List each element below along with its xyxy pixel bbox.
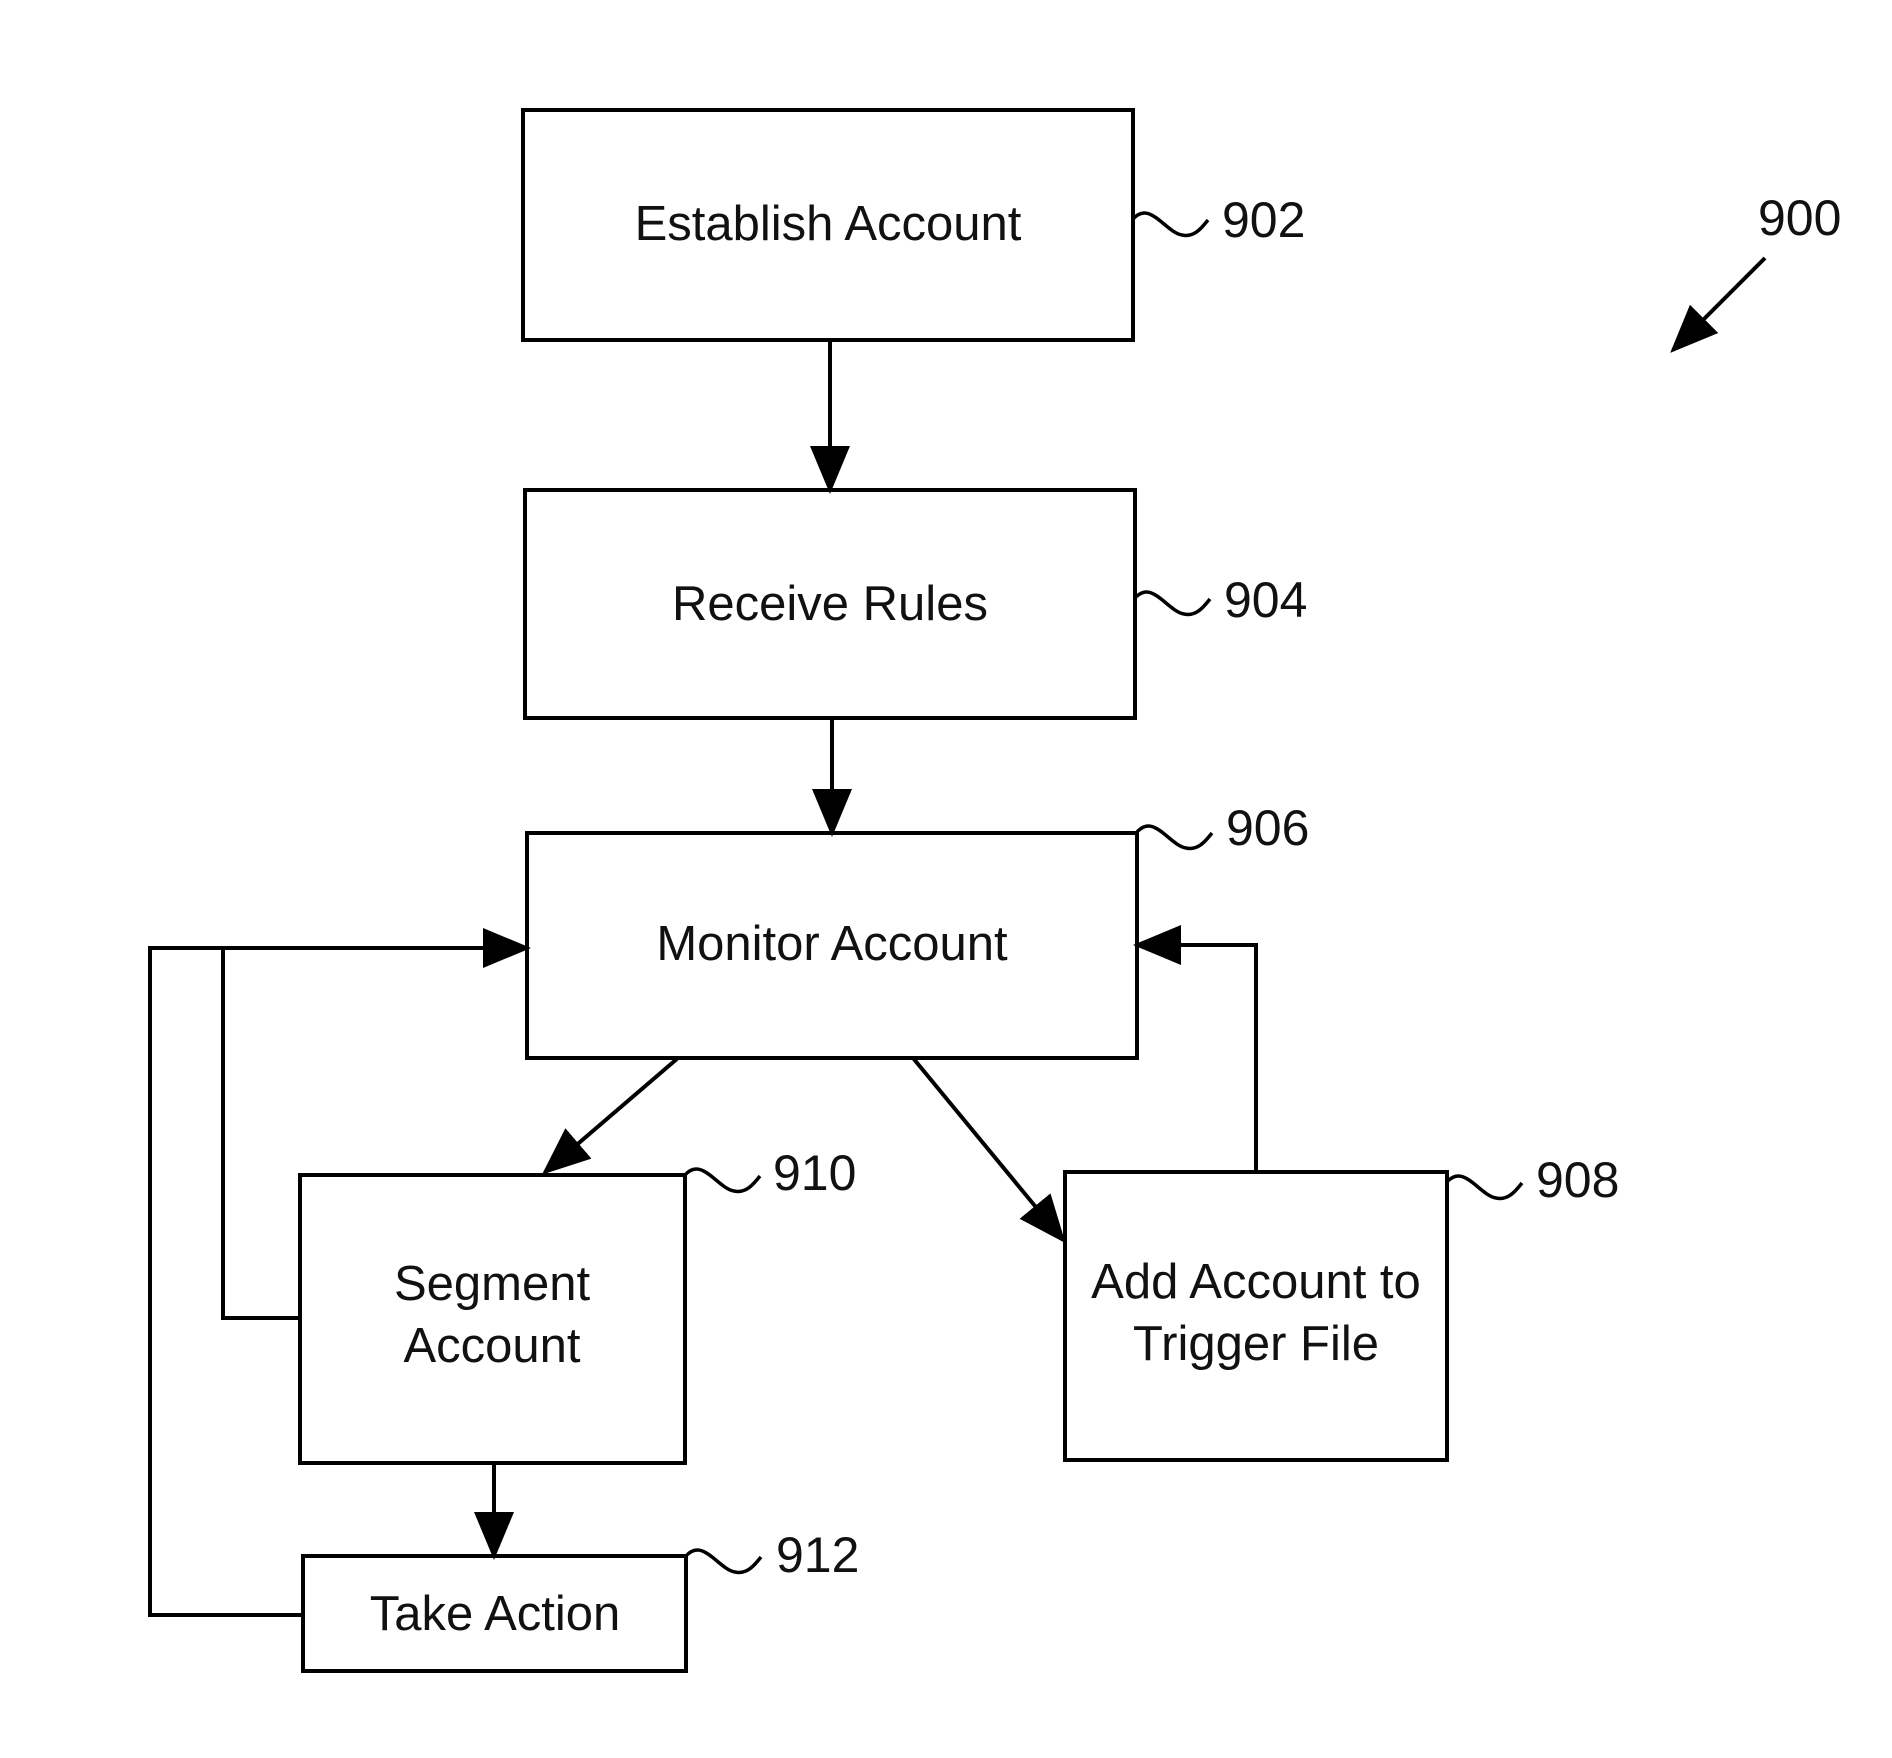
step-912-take-action: Take Action 912 xyxy=(303,1527,859,1671)
step-906-monitor-account: Monitor Account 906 xyxy=(527,800,1309,1058)
step-908-leader xyxy=(1447,1176,1522,1198)
step-912-label: Take Action xyxy=(370,1587,621,1641)
step-902-leader xyxy=(1133,213,1208,235)
step-908-box xyxy=(1065,1172,1447,1460)
figure-reference-arrow xyxy=(1673,258,1765,350)
step-910-segment-account: Segment Account 910 xyxy=(300,1145,856,1463)
arrow-908-to-906 xyxy=(1137,945,1256,1172)
step-912-leader xyxy=(686,1550,761,1572)
step-910-ref: 910 xyxy=(773,1145,856,1201)
step-904-receive-rules: Receive Rules 904 xyxy=(525,490,1307,718)
step-906-leader xyxy=(1137,826,1212,848)
step-904-label: Receive Rules xyxy=(672,577,988,631)
step-912-ref: 912 xyxy=(776,1527,859,1583)
arrow-906-to-908 xyxy=(913,1058,1063,1240)
arrow-906-to-910 xyxy=(545,1058,678,1172)
step-904-leader xyxy=(1135,592,1210,614)
line-912-to-906 xyxy=(150,948,303,1615)
step-908-label-line1: Add Account to xyxy=(1091,1255,1421,1309)
step-910-label-line1: Segment xyxy=(394,1257,591,1311)
step-902-label: Establish Account xyxy=(635,197,1022,251)
step-904-ref: 904 xyxy=(1224,572,1307,628)
step-906-label: Monitor Account xyxy=(656,917,1008,971)
step-908-ref: 908 xyxy=(1536,1152,1619,1208)
step-908-label-line2: Trigger File xyxy=(1133,1317,1379,1371)
step-910-leader xyxy=(685,1169,760,1191)
step-910-label-line2: Account xyxy=(403,1319,580,1373)
step-902-ref: 902 xyxy=(1222,192,1305,248)
step-906-ref: 906 xyxy=(1226,800,1309,856)
figure-reference-900: 900 xyxy=(1758,190,1841,246)
step-908-add-account-to-trigger-file: Add Account to Trigger File 908 xyxy=(1065,1152,1619,1460)
step-902-establish-account: Establish Account 902 xyxy=(523,110,1305,340)
